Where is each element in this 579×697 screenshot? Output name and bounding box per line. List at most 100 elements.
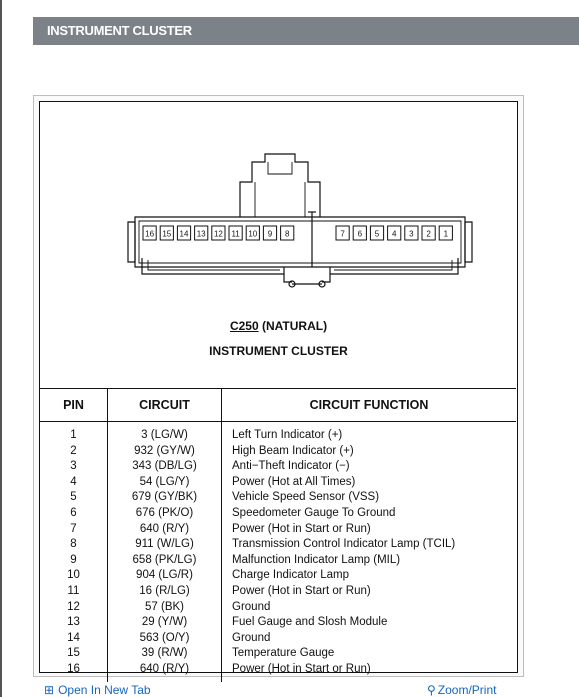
circuit-cell: 563 (O/Y) [107, 630, 222, 647]
pin-number-label: 15 [162, 230, 171, 239]
pin-cell: 13 [67, 616, 80, 629]
magnifier-icon: ⚲ [427, 683, 436, 697]
function-cell: High Beam Indicator (+) [221, 443, 516, 460]
pin-cavity [280, 225, 295, 241]
connector-lock-window [267, 162, 293, 175]
function-cell: Transmission Control Indicator Lamp (TCI… [221, 537, 516, 553]
circuit-cell: 640 (R/Y) [107, 661, 222, 682]
pin-cell: 11 [67, 584, 80, 597]
connector-color: (NATURAL) [261, 319, 328, 333]
pin-number-label: 6 [358, 230, 363, 239]
function-cell: Anti−Theft Indicator (−) [221, 459, 516, 475]
connector-rail-right-inner [334, 260, 453, 271]
zoom-print-link[interactable]: ⚲Zoom/Print [427, 683, 496, 697]
pin-number-label: 3 [409, 230, 414, 239]
pin-cavity [352, 225, 367, 241]
pin-cell: 6 [70, 506, 77, 519]
pin-number-label: 4 [392, 230, 397, 239]
pin-cavity [369, 225, 385, 241]
pin-number-label: 1 [444, 230, 449, 239]
pin-cavity [228, 225, 243, 241]
pin-number-label: 14 [180, 230, 189, 239]
circuit-cell: 658 (PK/LG) [107, 552, 222, 569]
function-cell: Power (Hot in Start or Run) [221, 661, 516, 682]
pin-cavity [245, 225, 260, 241]
connector-latch-hole-left [288, 280, 296, 288]
pin-cavity [176, 225, 192, 241]
circuit-cell: 904 (LG/R) [107, 568, 222, 584]
column-header-circuit: CIRCUIT [107, 388, 222, 422]
pin-cavity [421, 225, 436, 241]
circuit-cell: 640 (R/Y) [107, 521, 222, 538]
pin-cavity [194, 225, 209, 241]
connector-rail-left [141, 258, 285, 275]
pin-cavity [262, 225, 278, 241]
pin-cell: 2 [70, 444, 77, 457]
table-row: 7 640 (R/Y)Power (Hot in Start or Run) [40, 521, 516, 538]
pin-cell: 3 [70, 460, 77, 473]
circuit-cell: 54 (LG/Y) [107, 474, 222, 491]
pin-cell: 9 [70, 553, 77, 566]
pin-cell: 10 [67, 569, 80, 582]
pin-number-label: 13 [197, 230, 206, 239]
connector-code: C250 [229, 319, 259, 333]
circuit-cell: 932 (GY/W) [107, 443, 222, 460]
table-row: 15 39 (R/W)Temperature Gauge [40, 646, 516, 662]
function-cell: Ground [221, 599, 516, 616]
circuit-cell: 39 (R/W) [107, 646, 222, 662]
circuit-cell: 3 (LG/W) [107, 421, 222, 444]
pin-cell: 15 [67, 647, 80, 660]
zoom-print-label: Zoom/Print [437, 683, 497, 697]
function-cell: Temperature Gauge [221, 646, 516, 662]
section-title: INSTRUMENT CLUSTER [47, 23, 192, 38]
table-row: 2 932 (GY/W)High Beam Indicator (+) [40, 443, 516, 460]
pin-cavity [335, 225, 350, 241]
pin-cavity [211, 225, 226, 241]
pin-cell: 14 [67, 631, 80, 644]
open-in-new-tab-label: Open In New Tab [58, 683, 151, 697]
pin-number-label: 7 [340, 230, 345, 239]
connector-lock-tower [239, 153, 321, 217]
connector-shell [134, 216, 466, 268]
connector-rail-left-inner [147, 260, 280, 271]
function-cell: Power (Hot in Start or Run) [221, 521, 516, 538]
connector-end-right [464, 221, 473, 263]
function-cell: Speedometer Gauge To Ground [221, 505, 516, 522]
connector-end-left [127, 221, 136, 263]
connector-lock-guides [254, 182, 306, 217]
pin-cavity [159, 225, 174, 241]
pin-cavity [387, 225, 402, 241]
pin-number-label: 2 [426, 230, 431, 239]
connector-rail-right [329, 258, 459, 275]
pin-number-label: 12 [214, 230, 223, 239]
connector-id-line: C250 (NATURAL) [40, 319, 517, 333]
external-window-icon: ⊞ [44, 683, 55, 697]
pin-cell: 4 [70, 475, 77, 488]
pin-number-label: 5 [375, 230, 380, 239]
table-header-row: PIN CIRCUIT CIRCUIT FUNCTION [40, 388, 516, 422]
pin-cell: 8 [70, 538, 77, 551]
column-header-pin: PIN [40, 388, 108, 422]
circuit-cell: 679 (GY/BK) [107, 490, 222, 506]
circuit-cell: 29 (Y/W) [107, 615, 222, 631]
section-header: INSTRUMENT CLUSTER [33, 17, 579, 45]
connector-shell-inner [138, 220, 462, 264]
connector-name: INSTRUMENT CLUSTER [209, 344, 348, 358]
left-border-rule [0, 0, 2, 697]
open-in-new-tab-link[interactable]: ⊞Open In New Tab [44, 683, 151, 697]
function-cell: Vehicle Speed Sensor (VSS) [221, 490, 516, 506]
pin-cell: 7 [70, 522, 77, 535]
